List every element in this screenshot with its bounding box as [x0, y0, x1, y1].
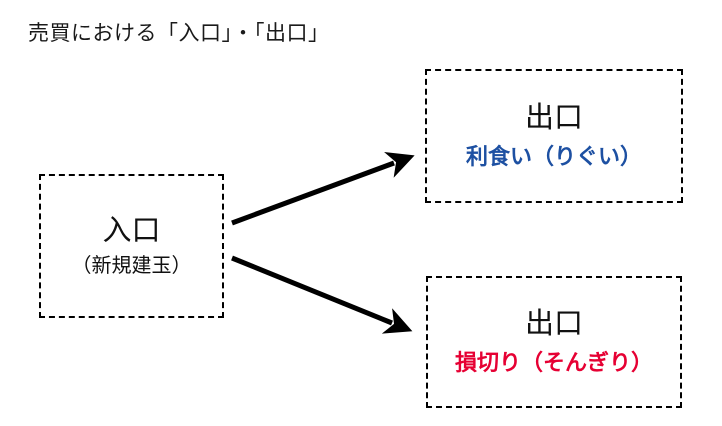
- entry-to-profit-arrow: [231, 152, 415, 226]
- entry-to-loss-arrow: [231, 255, 413, 334]
- exit-loss-box: 出口 損切り（そんぎり）: [426, 276, 682, 408]
- exit-profit-box-label: 出口: [524, 102, 583, 135]
- exit-profit-box-sublabel: 利食い（りぐい）: [465, 144, 642, 170]
- entry-box-label: 入口: [102, 215, 161, 248]
- entry-box: 入口 （新規建玉）: [39, 174, 224, 318]
- entry-box-sublabel: （新規建玉）: [71, 254, 192, 277]
- exit-loss-box-sublabel: 損切り（そんぎり）: [454, 350, 653, 376]
- exit-loss-box-label: 出口: [524, 308, 583, 341]
- diagram-title: 売買における「入口」・「出口」: [28, 22, 330, 45]
- exit-profit-box: 出口 利食い（りぐい）: [425, 69, 683, 203]
